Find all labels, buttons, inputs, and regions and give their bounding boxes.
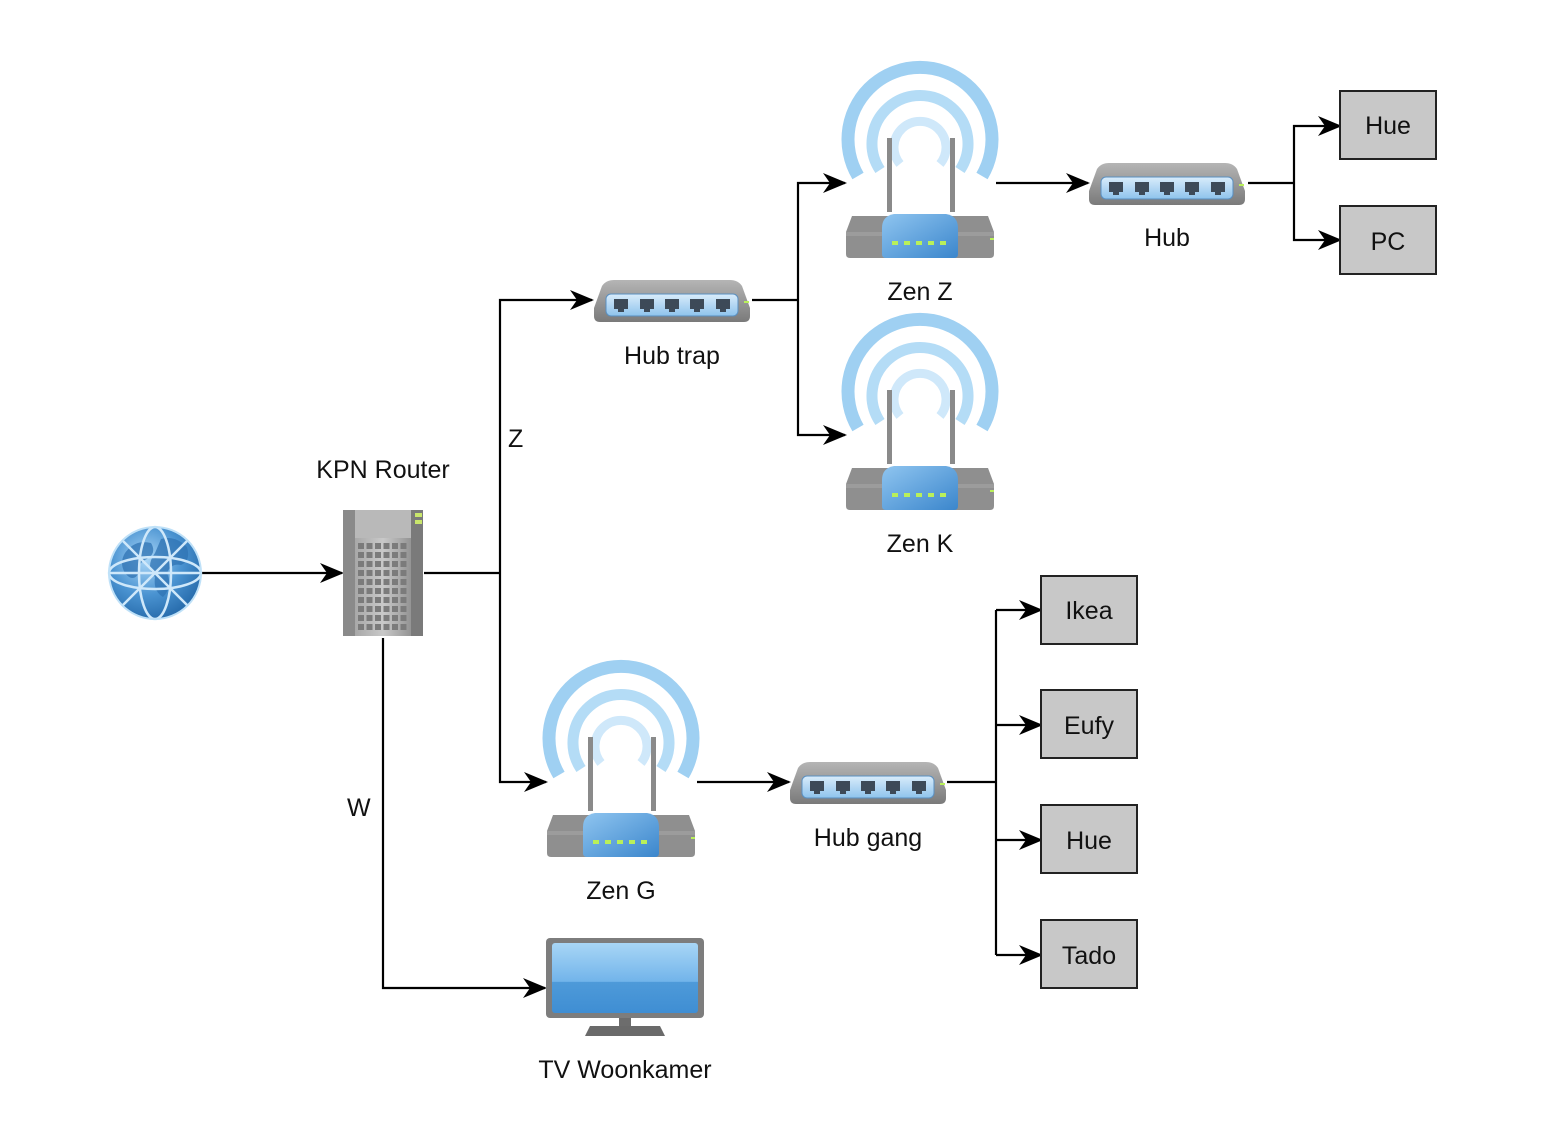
tv-node[interactable]: TV Woonkamer — [538, 938, 712, 1084]
hue-top-node[interactable]: Hue — [1339, 90, 1437, 160]
pc-node[interactable]: PC — [1339, 205, 1437, 275]
wifi-router-icon — [846, 319, 994, 510]
ikea-label: Ikea — [1065, 597, 1112, 625]
wifi-router-icon — [547, 666, 695, 857]
eufy-node[interactable]: Eufy — [1040, 689, 1138, 759]
switch-icon — [789, 761, 947, 805]
edge-hub-trap-zen-k — [796, 300, 847, 445]
edge-router-tv — [381, 638, 547, 998]
hub-gang-label: Hub gang — [814, 824, 922, 852]
internet-node[interactable] — [107, 525, 203, 621]
edge-router-zen-g — [498, 573, 548, 792]
edge-hub-trap-zen-z — [796, 173, 847, 300]
edge-router-hub-trap — [498, 290, 594, 573]
tado-label: Tado — [1062, 942, 1116, 970]
hue-top-label: Hue — [1365, 112, 1411, 140]
hue-bottom-label: Hue — [1066, 827, 1112, 855]
ikea-node[interactable]: Ikea — [1040, 575, 1138, 645]
hue-bottom-node[interactable]: Hue — [1040, 804, 1138, 874]
zen-g-label: Zen G — [586, 877, 655, 905]
switch-icon — [593, 279, 751, 323]
zen-g-node[interactable]: Zen G — [547, 666, 695, 905]
zen-k-label: Zen K — [887, 530, 954, 558]
monitor-icon — [546, 938, 704, 1036]
eufy-label: Eufy — [1064, 712, 1115, 740]
switch-icon — [1088, 162, 1246, 206]
kpn-router-label: KPN Router — [316, 456, 449, 484]
edge-label-z: Z — [508, 425, 523, 453]
hub-trap-node[interactable]: Hub trap — [593, 279, 751, 370]
zen-k-node[interactable]: Zen K — [846, 319, 994, 558]
zen-z-node[interactable]: Zen Z — [846, 67, 994, 306]
edge-hub-pc — [1292, 183, 1342, 250]
pc-label: PC — [1371, 228, 1406, 256]
tado-node[interactable]: Tado — [1040, 919, 1138, 989]
zen-z-label: Zen Z — [887, 278, 952, 306]
edge-label-w: W — [347, 794, 371, 822]
hub-label: Hub — [1144, 224, 1190, 252]
hub-trap-label: Hub trap — [624, 342, 720, 370]
wifi-router-icon — [846, 67, 994, 258]
server-icon — [343, 510, 423, 636]
globe-icon — [107, 525, 203, 621]
tv-label: TV Woonkamer — [538, 1056, 711, 1084]
hub-gang-node[interactable]: Hub gang — [789, 761, 947, 852]
connections — [202, 116, 1342, 998]
hub-node[interactable]: Hub — [1088, 162, 1246, 252]
edge-hub-hue — [1292, 116, 1342, 183]
kpn-router-node[interactable]: KPN Router — [316, 456, 450, 636]
